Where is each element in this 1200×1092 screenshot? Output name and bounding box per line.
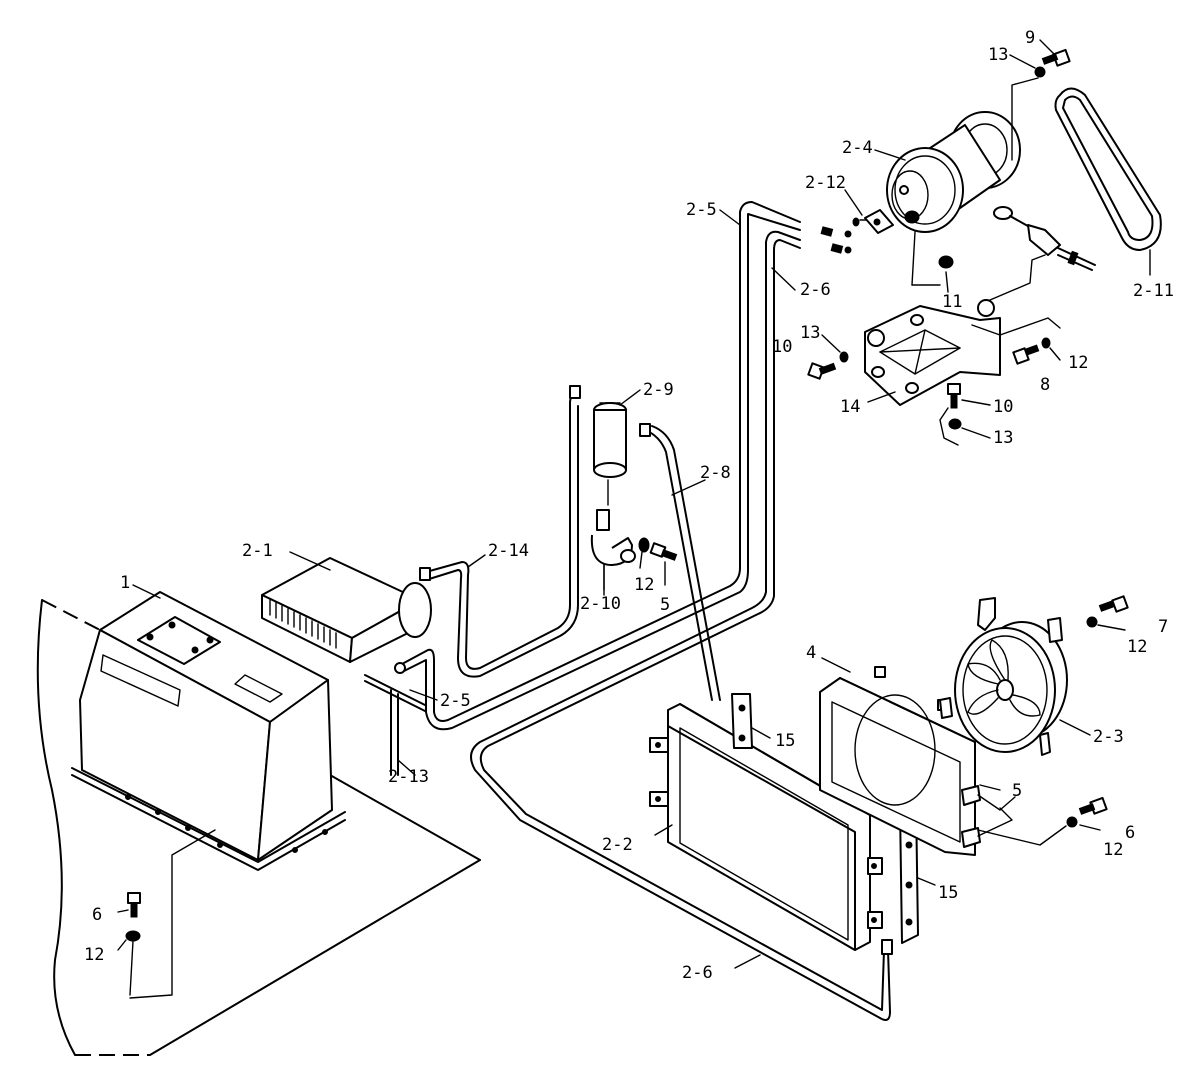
label-12-clamp: 12 [634,575,654,595]
label-2-2: 2-2 [602,835,633,855]
label-12-fan: 12 [1127,637,1147,657]
mounting-panel [36,599,481,1056]
label-9: 9 [1025,28,1035,48]
heater-unit [261,557,432,663]
label-4: 4 [806,643,816,663]
label-12-shroud: 12 [1103,840,1123,860]
fitting-2-12 [852,209,894,234]
pipe-2-13 [364,674,426,776]
label-5-shroud: 5 [1012,781,1022,801]
heater-cover-box [71,591,346,999]
label-14: 14 [840,397,860,417]
washer-12-right [1041,337,1051,349]
label-2-6-low: 2-6 [682,963,713,983]
bolt-6-right [1078,796,1108,815]
label-2-10: 2-10 [580,594,621,614]
condenser [649,703,883,951]
hose-2-6 [470,230,893,1021]
v-belt [1054,87,1162,251]
label-15-top: 15 [775,731,795,751]
bolt-7 [1098,595,1129,613]
label-2-12: 2-12 [805,173,846,193]
bracket-15-top [731,693,753,749]
label-2-3: 2-3 [1093,727,1124,747]
label-12-right: 12 [1068,353,1088,373]
label-2-11: 2-11 [1133,281,1174,301]
label-5-clamp: 5 [660,595,670,615]
label-6-right: 6 [1125,823,1135,843]
hose-fittings [820,226,852,254]
washer-13-mid [839,351,849,363]
hose-2-14 [419,385,581,678]
washer-12-left [125,930,141,996]
washer-12-clamp [638,537,650,553]
compressor-bracket [864,299,1061,406]
label-12-left: 12 [84,945,104,965]
hose-2-8 [639,423,721,701]
bolt-10-right [947,383,961,409]
bolt-6-left [127,892,141,918]
bolt-5-clamp [649,542,678,561]
part-labels: 9 13 2-4 2-12 2-5 2-6 2-11 11 13 10 12 8… [84,28,1174,983]
label-2-14: 2-14 [488,541,529,561]
label-7: 7 [1158,617,1168,637]
label-10-left: 10 [772,337,792,357]
compressor [886,111,1021,286]
washer-13-low [939,407,962,446]
hose-2-5 [394,201,801,731]
label-1: 1 [120,573,130,593]
clamp-2-10 [590,509,636,591]
bolt-8 [1012,344,1040,365]
label-2-5-low: 2-5 [440,691,471,711]
label-10-right: 10 [993,397,1013,417]
washer-12-fan [1086,616,1098,628]
washer-13-top [1011,66,1046,161]
condenser-fan [939,597,1068,756]
label-15-low: 15 [938,883,958,903]
label-2-6-top: 2-6 [800,280,831,300]
label-13-mid: 13 [800,323,820,343]
bolt-10-left [807,362,837,380]
fan-shroud [819,666,981,856]
label-2-5-top: 2-5 [686,200,717,220]
label-8: 8 [1040,375,1050,395]
label-2-8: 2-8 [700,463,731,483]
receiver-drier [593,402,627,478]
label-2-1: 2-1 [242,541,273,561]
label-2-9: 2-9 [643,380,674,400]
label-13-low: 13 [993,428,1013,448]
label-6-left: 6 [92,905,102,925]
label-2-13: 2-13 [388,767,429,787]
nut-11 [938,255,954,269]
leader-lines [117,39,1151,969]
washer-12-shroud [1066,816,1078,828]
label-2-4: 2-4 [842,138,873,158]
label-13-top: 13 [988,45,1008,65]
adjuster-bolt [989,206,1096,301]
label-11: 11 [942,292,962,312]
bolt-9 [1041,48,1071,67]
